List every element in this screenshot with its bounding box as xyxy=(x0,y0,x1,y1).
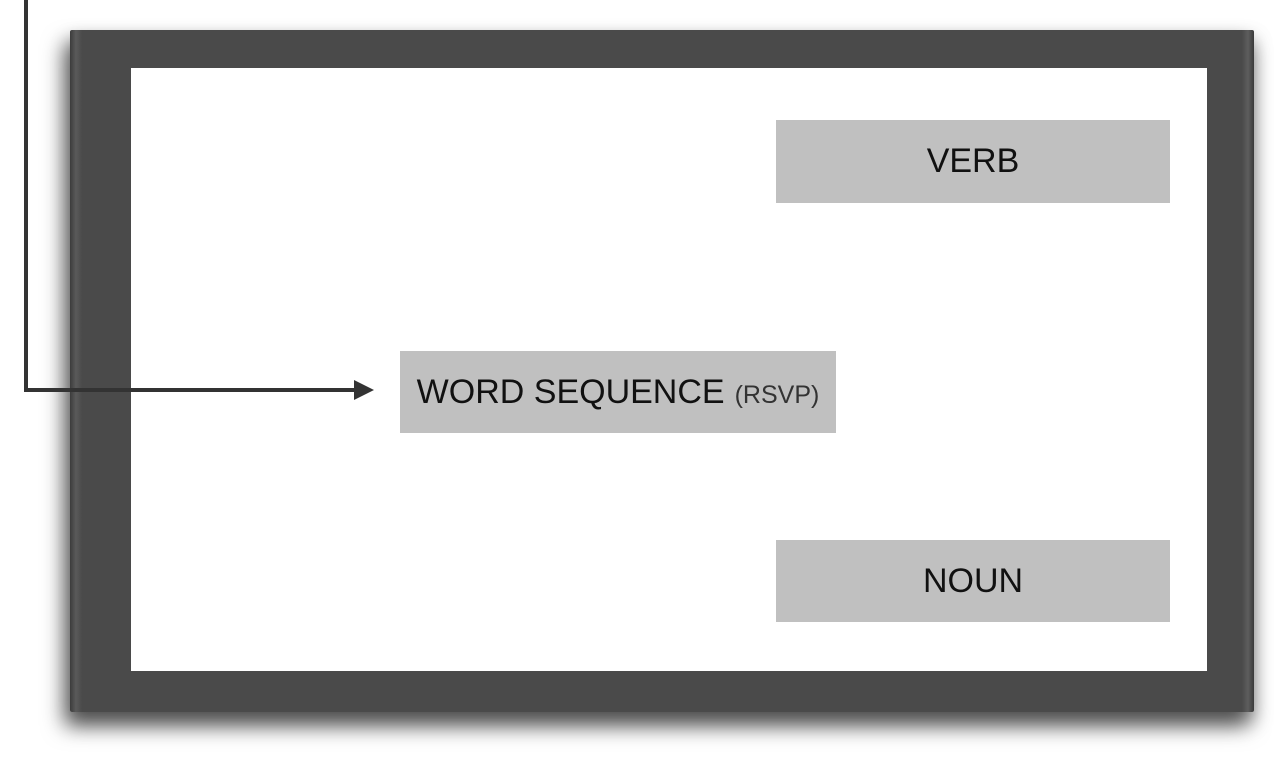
verb-label: VERB xyxy=(926,142,1020,180)
noun-box: NOUN xyxy=(776,540,1170,622)
noun-label: NOUN xyxy=(922,561,1024,600)
word-sequence-box: WORD SEQUENCE (RSVP) xyxy=(400,351,836,433)
word-sequence-label: WORD SEQUENCE xyxy=(416,372,725,411)
verb-box: VERB xyxy=(776,120,1170,203)
word-sequence-note: (RSVP) xyxy=(734,380,820,409)
